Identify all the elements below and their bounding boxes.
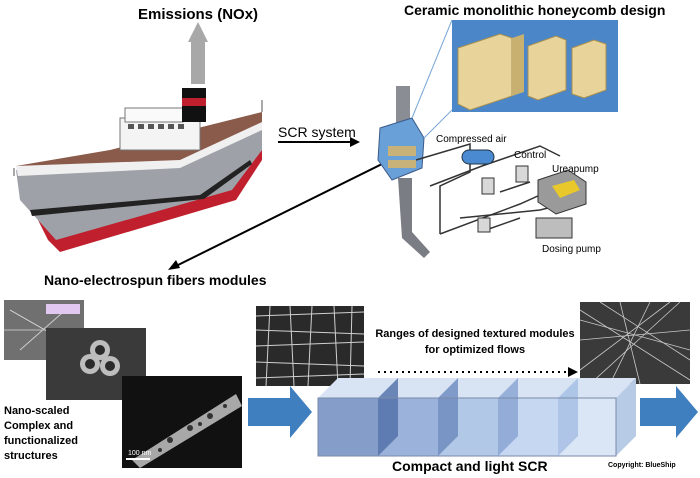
copyright-label: Copyright: BlueShip (608, 462, 676, 469)
nano-scaled-line-2: Complex and (4, 420, 74, 432)
scr-unit (377, 86, 430, 258)
dosing-pump-label: Dosing pump (542, 244, 601, 255)
nano-scaled-caption: Nano-scaled Complex and functionalized s… (4, 404, 78, 464)
control-box (481, 165, 529, 195)
ranges-line-2: for optimized flows (424, 344, 526, 356)
scr-system-arrow (278, 137, 360, 147)
scr-modules (317, 378, 636, 457)
emissions-up-arrow (188, 22, 208, 84)
zoom-lines (411, 19, 453, 139)
nano-scaled-line-4: structures (4, 450, 58, 462)
compressed-air-tank (461, 149, 495, 165)
sem-image-porous-fiber (122, 376, 242, 468)
control-label: Control (514, 150, 547, 161)
compressed-air-label: Compressed air (436, 134, 507, 145)
nano-modules-label: Nano-electrospun fibers modules (44, 272, 267, 288)
ranges-caption: Ranges of designed textured modules for … (370, 326, 580, 358)
flow-in-arrow (248, 386, 312, 438)
compact-scr-label: Compact and light SCR (392, 458, 548, 474)
ship-illustration (13, 88, 263, 252)
sem-image-aligned-mesh (255, 305, 365, 387)
nano-scaled-line-1: Nano-scaled (4, 405, 70, 417)
urea-pump-label: Ureapump (552, 164, 599, 175)
sem-image-hollow-tubes (46, 328, 146, 400)
scale-bar-label: 100 nm (128, 450, 152, 457)
ceramic-label: Ceramic monolithic honeycomb design (404, 2, 666, 18)
urea-pump (537, 169, 587, 215)
sem-image-random-mesh (579, 301, 691, 385)
dosing-pump (477, 217, 573, 239)
nano-scaled-line-3: functionalized (4, 435, 78, 447)
ceramic-honeycomb-image (452, 20, 618, 112)
scr-system-label: SCR system (278, 124, 356, 140)
dotted-flow-arrow (378, 367, 578, 377)
emissions-label: Emissions (NOx) (138, 6, 259, 23)
flow-out-arrow (640, 386, 698, 438)
ranges-line-1: Ranges of designed textured modules (375, 328, 575, 340)
diagonal-arrow (168, 159, 391, 270)
